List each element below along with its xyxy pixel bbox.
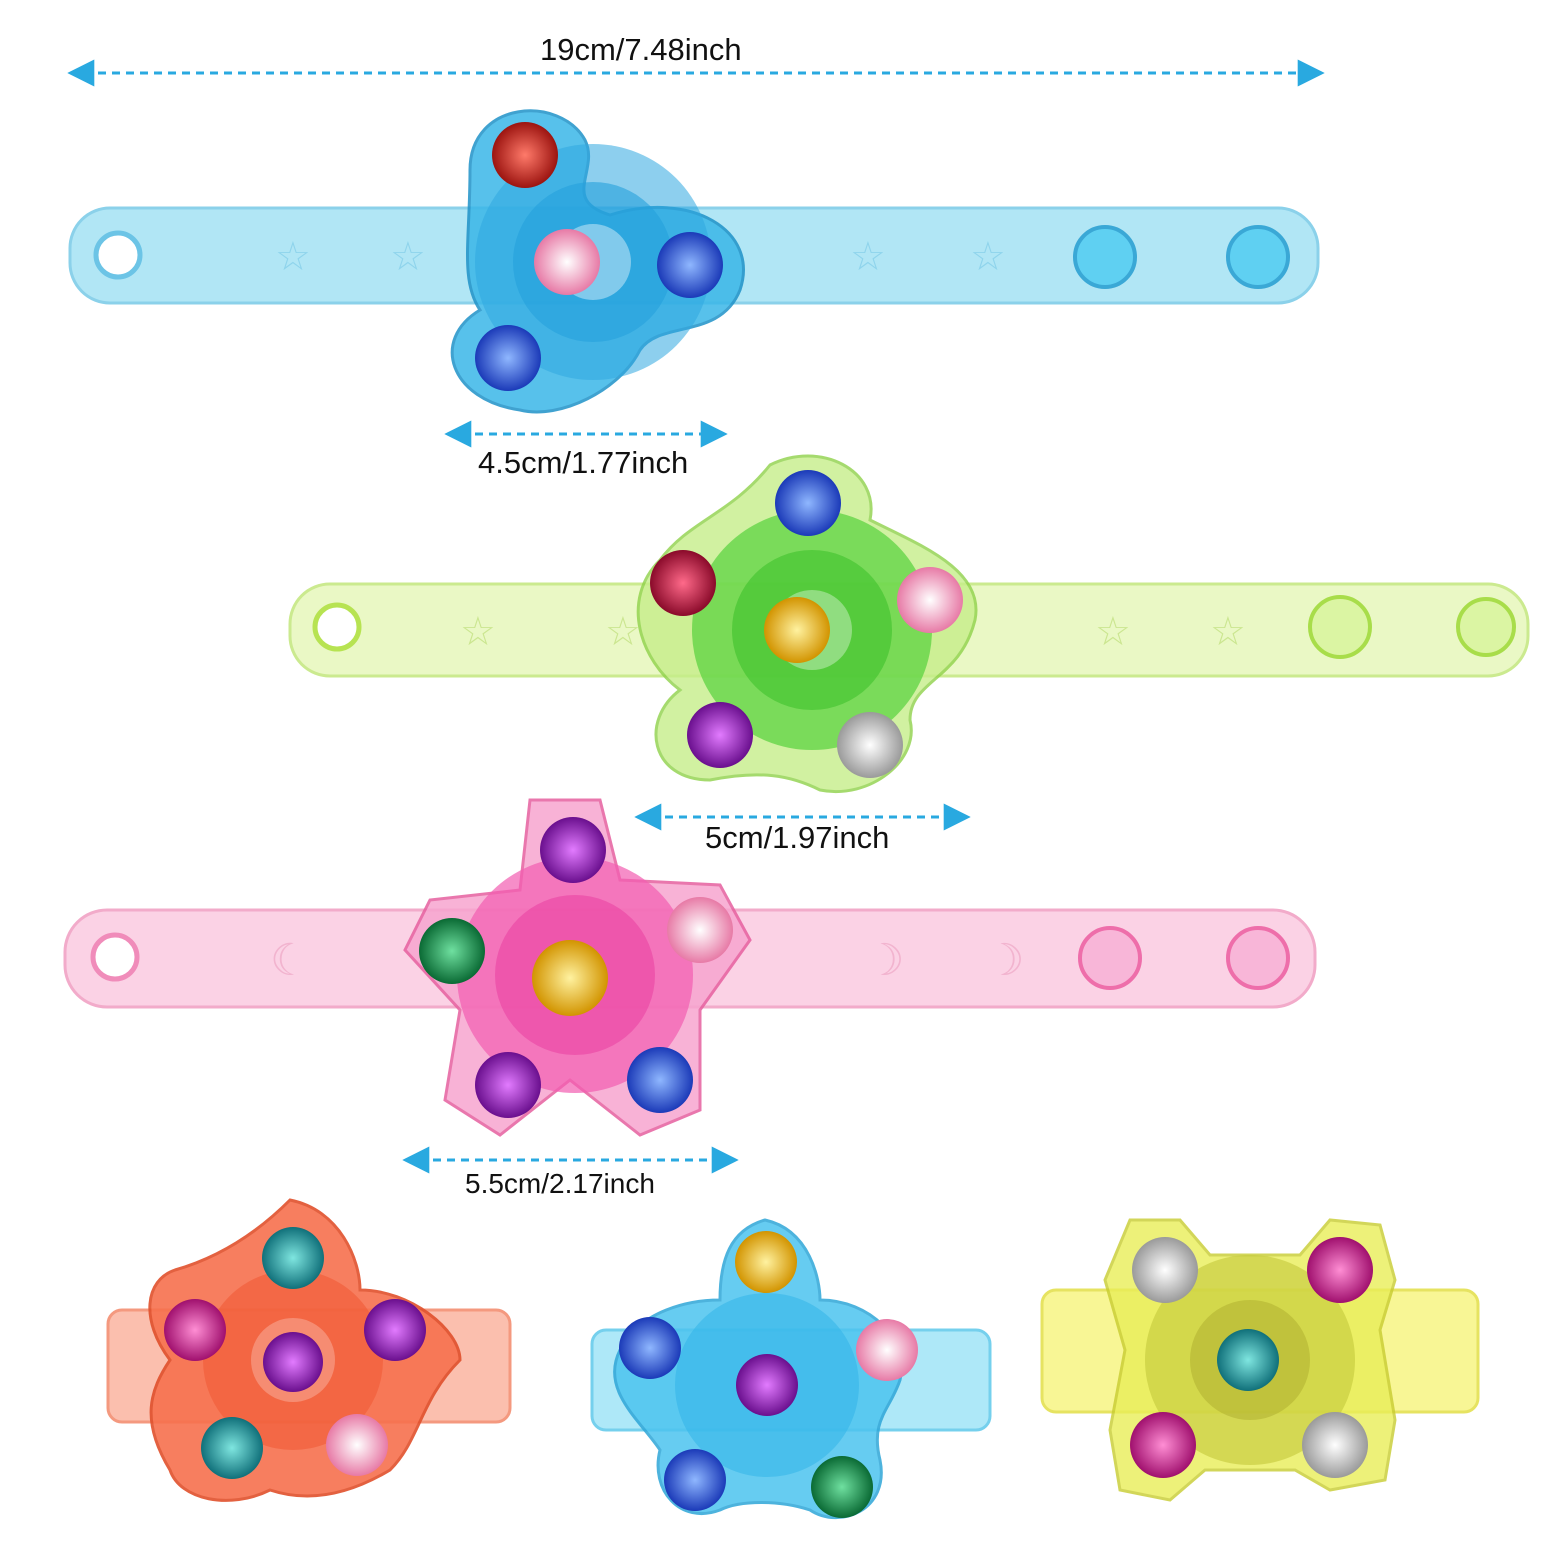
pink-gem <box>897 567 963 633</box>
magenta-gem <box>1307 1237 1373 1303</box>
pink-gem <box>326 1414 388 1476</box>
purple-gem <box>687 702 753 768</box>
orange-bracelet <box>106 1198 512 1502</box>
yellow-gem <box>532 940 608 1016</box>
green-gem <box>811 1456 873 1518</box>
pink-gem <box>534 229 600 295</box>
total-length-label: 19cm/7.48inch <box>540 32 742 67</box>
svg-text:☾: ☾ <box>270 935 309 986</box>
purple-gem <box>364 1299 426 1361</box>
purple-gem <box>736 1354 798 1416</box>
blue-gem <box>627 1047 693 1113</box>
magenta-gem <box>1130 1412 1196 1478</box>
silver-gem <box>1132 1237 1198 1303</box>
svg-text:☆: ☆ <box>1095 609 1131 655</box>
teal-gem <box>201 1417 263 1479</box>
svg-text:☽: ☽ <box>865 935 904 986</box>
pink-bracelet: ☾ ☽ ☽ <box>63 798 1317 1137</box>
purple-gem <box>263 1332 323 1392</box>
blue-gem <box>475 325 541 391</box>
green-bracelet: ☆ ☆ ☆ ☆ <box>288 454 1530 793</box>
blue-gem <box>775 470 841 536</box>
svg-text:☆: ☆ <box>605 609 641 655</box>
cyan-bracelet <box>590 1218 992 1520</box>
blue-gem <box>664 1449 726 1511</box>
purple-gem <box>475 1052 541 1118</box>
svg-text:☆: ☆ <box>1210 609 1246 655</box>
blue-gem <box>619 1317 681 1379</box>
blue-bracelet: ☆ ☆ ☆ ☆ <box>68 109 1320 414</box>
svg-text:☆: ☆ <box>850 234 886 280</box>
teal-gem <box>262 1227 324 1289</box>
yellow-bracelet <box>1040 1218 1480 1502</box>
teal-gem <box>1217 1329 1279 1391</box>
pink-gem <box>856 1319 918 1381</box>
blue-gem <box>657 232 723 298</box>
spinner-medium-label: 5cm/1.97inch <box>705 820 890 855</box>
spinner-large-label: 5.5cm/2.17inch <box>465 1168 655 1199</box>
red-gem <box>492 122 558 188</box>
svg-text:☆: ☆ <box>460 609 496 655</box>
purple-gem <box>540 817 606 883</box>
silver-gem <box>837 712 903 778</box>
spinner-small-label: 4.5cm/1.77inch <box>478 445 689 480</box>
svg-text:☆: ☆ <box>970 234 1006 280</box>
svg-text:☽: ☽ <box>985 935 1024 986</box>
silver-gem <box>1302 1412 1368 1478</box>
pink-gem <box>667 897 733 963</box>
green-gem <box>419 918 485 984</box>
crimson-gem <box>650 550 716 616</box>
yellow-gem <box>735 1231 797 1293</box>
svg-text:☆: ☆ <box>275 234 311 280</box>
svg-text:☆: ☆ <box>390 234 426 280</box>
magenta-gem <box>164 1299 226 1361</box>
yellow-gem <box>764 597 830 663</box>
